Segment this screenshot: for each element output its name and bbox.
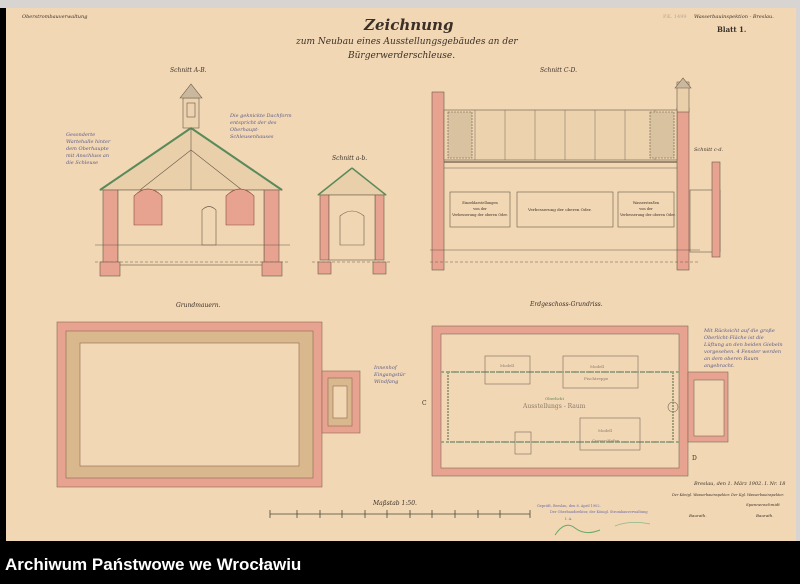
plan-model-3-sub: Crosse-Hafen bbox=[592, 438, 620, 443]
architectural-drawing bbox=[56, 77, 729, 536]
panel-1: Einzeldarstellungen von der Verbesserung… bbox=[452, 200, 508, 218]
drawing-subtitle-1: zum Neubau eines Ausstellungsgebäudes an… bbox=[296, 37, 518, 47]
panel-1-line-2: von der bbox=[473, 207, 487, 211]
label-section-ab-small: Schnitt a-b. bbox=[332, 155, 368, 162]
signoff-authority: Der Königl. Wasserbauinspektor. Der Kgl.… bbox=[672, 493, 784, 497]
foundation-plan-drawing bbox=[56, 321, 361, 488]
plan-skylight-label: Oberlicht bbox=[545, 396, 565, 401]
label-ground-plan: Erdgeschoss-Grundriss. bbox=[530, 301, 603, 308]
section-ab-small-drawing bbox=[312, 167, 392, 275]
signoff-title-2: Baurath. bbox=[756, 513, 774, 518]
note-center: Die geknickte Dachform entspricht der de… bbox=[230, 113, 292, 140]
archive-stamp: P.K. 1499 bbox=[663, 14, 687, 20]
approval-line-3: I. A. bbox=[565, 517, 573, 521]
plan-room-label: Ausstellungs - Raum bbox=[523, 403, 586, 410]
scale-label: Maßstab 1:50. bbox=[373, 500, 417, 507]
plan-model-2: Modell bbox=[590, 364, 604, 369]
archive-name: Archiwum Państwowe we Wrocławiu bbox=[5, 555, 302, 574]
sheet-number: Blatt 1. bbox=[717, 25, 747, 34]
note-plan: Innenhof Eingangstür Windfang bbox=[374, 365, 406, 385]
archive-footer: Archiwum Państwowe we Wrocławiu bbox=[0, 541, 800, 584]
label-section-cd-small: Schnitt c-d. bbox=[694, 147, 724, 153]
panel-1-line-1: Einzeldarstellungen bbox=[462, 201, 498, 205]
scan-edge-right bbox=[796, 0, 800, 541]
approval-line-1: Geprüft, Breslau, den 8. April 1902. bbox=[537, 504, 601, 508]
label-foundation: Grundmauern. bbox=[176, 302, 221, 309]
plan-model-2-sub: Fischtreppe bbox=[584, 376, 609, 381]
signoff-title-1: Baurath. bbox=[689, 513, 707, 518]
approval-line-2: Der Oberbaudirektor, der Königl. Stromba… bbox=[550, 510, 648, 514]
section-cd-drawing bbox=[430, 77, 721, 271]
ground-floor-plan-drawing bbox=[431, 325, 729, 477]
section-ab-drawing bbox=[95, 83, 290, 277]
plan-model-3: Modell bbox=[598, 428, 612, 433]
plan-model-1: Modell bbox=[500, 363, 514, 368]
plan-marker-c: C bbox=[422, 400, 427, 407]
scale-bar bbox=[269, 510, 531, 518]
panel-3: Wasserstraßen von der Verbesserung der o… bbox=[620, 200, 676, 218]
note-right: Mit Rücksicht auf die große Oberlicht-Fl… bbox=[704, 328, 783, 369]
label-section-cd: Schnitt C-D. bbox=[540, 67, 577, 74]
header-left-text: Oberstrombauverwaltung bbox=[22, 14, 88, 20]
note-left: Gesonderte Wartehalle hinter dem Oberhau… bbox=[66, 132, 111, 166]
panel-3-line-3: Verbesserung der oberen Oder. bbox=[620, 213, 676, 217]
plan-marker-d: D bbox=[692, 455, 697, 462]
panel-3-line-2: von der bbox=[639, 207, 653, 211]
header-right-text: Wasserbauinspektion - Breslau. bbox=[694, 14, 774, 20]
green-signature-2 bbox=[614, 522, 651, 527]
signoff-name-2: Spannenschmidt bbox=[746, 502, 780, 507]
signoff-place-date: Breslau, den 1. März 1902. I. Nr. 18 bbox=[694, 481, 786, 487]
panel-2: Verbesserung der oberen Oder. bbox=[528, 207, 592, 212]
scan-edge-top bbox=[0, 0, 800, 8]
panel-3-line-1: Wasserstraßen bbox=[632, 201, 660, 205]
panel-1-line-3: Verbesserung der oberen Oder. bbox=[452, 213, 508, 217]
label-section-ab: Schnitt A-B. bbox=[170, 67, 207, 74]
drawing-title: Zeichnung bbox=[364, 16, 454, 34]
drawing-subtitle-2: Bürgerwerderschleuse. bbox=[348, 51, 456, 61]
green-signature-1 bbox=[554, 524, 601, 536]
